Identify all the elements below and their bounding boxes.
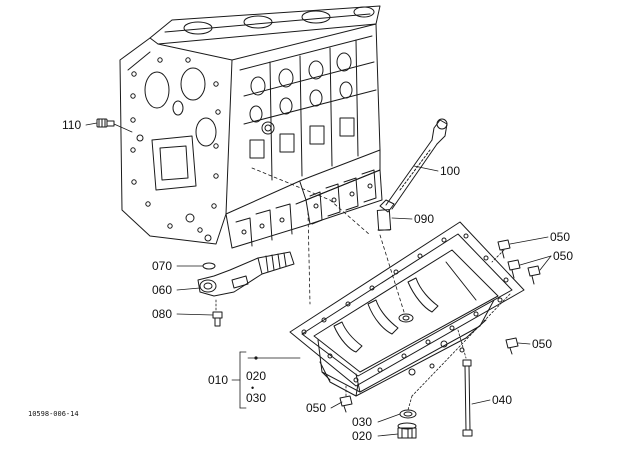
dipstick-assembly bbox=[376, 118, 448, 231]
label-100: 100 bbox=[440, 164, 461, 178]
label-040: 040 bbox=[492, 393, 513, 407]
label-110: 110 bbox=[62, 118, 82, 132]
label-050-top: 050 bbox=[550, 230, 571, 244]
bolts-050 bbox=[339, 239, 541, 413]
engine-block bbox=[119, 5, 383, 249]
label-060: 060 bbox=[152, 283, 173, 297]
label-010: 010 bbox=[208, 373, 229, 387]
label-020: 020 bbox=[352, 429, 373, 443]
leader-lines bbox=[85, 122, 552, 437]
label-090: 090 bbox=[414, 212, 435, 226]
oil-pan bbox=[289, 221, 525, 397]
label-050-lower: 050 bbox=[532, 337, 553, 351]
label-020-assembly: 020 bbox=[246, 369, 267, 383]
label-050-bottom: 050 bbox=[306, 401, 327, 415]
label-030-assembly: 030 bbox=[246, 391, 267, 405]
label-050-right: 050 bbox=[553, 249, 574, 263]
figure-code: 10598-006-14 bbox=[28, 410, 79, 418]
label-030: 030 bbox=[352, 415, 373, 429]
label-070: 070 bbox=[152, 259, 173, 273]
bolt-040 bbox=[462, 359, 473, 437]
drain-plug bbox=[397, 409, 417, 439]
part-110-plug bbox=[96, 118, 115, 128]
oil-strainer bbox=[197, 251, 295, 327]
label-080: 080 bbox=[152, 307, 173, 321]
label-dot: • bbox=[251, 383, 255, 393]
